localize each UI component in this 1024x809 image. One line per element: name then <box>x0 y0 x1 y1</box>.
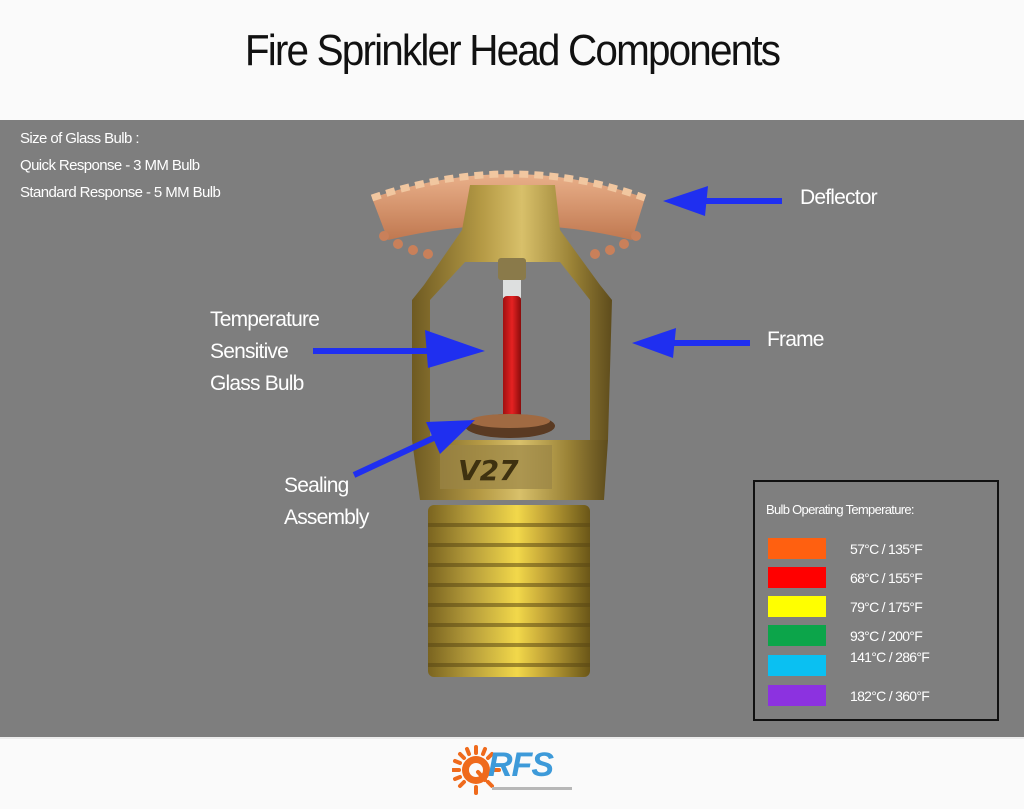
header: Fire Sprinkler Head Components <box>0 0 1024 120</box>
glass-bulb-shape <box>503 296 521 420</box>
page-title: Fire Sprinkler Head Components <box>244 26 781 75</box>
legend-item: 141°C / 286°F <box>768 649 988 679</box>
legend-title: Bulb Operating Temperature: <box>766 502 914 517</box>
frame-shape <box>412 185 612 448</box>
callout-glass-bulb-line-3: Glass Bulb <box>210 372 304 395</box>
bulb-size-quick-response: Quick Response - 3 MM Bulb <box>20 157 200 174</box>
legend-item: 79°C / 175°F <box>768 596 988 620</box>
color-swatch-orange <box>768 538 826 559</box>
footer <box>0 737 1024 809</box>
color-swatch-blue <box>768 655 826 676</box>
callout-frame: Frame <box>767 328 824 351</box>
legend-item: 93°C / 200°F <box>768 625 988 649</box>
callout-sealing-line-1: Sealing <box>284 474 349 497</box>
legend-item: 57°C / 135°F <box>768 538 988 562</box>
qrfs-logo: RFS <box>452 744 582 800</box>
legend-label: 68°C / 155°F <box>850 570 923 586</box>
logo-text: RFS <box>488 746 554 784</box>
bulb-size-info: Size of Glass Bulb : Quick Response - 3 … <box>20 128 221 209</box>
sun-q-icon <box>452 745 501 795</box>
color-swatch-red <box>768 567 826 588</box>
callout-deflector: Deflector <box>800 186 878 209</box>
legend-label: 79°C / 175°F <box>850 599 923 615</box>
legend-item: 68°C / 155°F <box>768 567 988 591</box>
callout-sealing-assembly: Sealing Assembly <box>284 470 369 534</box>
legend-label: 57°C / 135°F <box>850 541 923 557</box>
arrow-deflector <box>663 186 782 216</box>
arrow-frame <box>632 328 750 358</box>
arrow-sealing-assembly <box>352 420 475 478</box>
arrow-glass-bulb <box>313 330 485 368</box>
bulb-size-heading: Size of Glass Bulb : <box>20 130 140 147</box>
callout-glass-bulb-line-1: Temperature <box>210 308 320 331</box>
color-swatch-green <box>768 625 826 646</box>
legend-item: 182°C / 360°F <box>768 685 988 709</box>
threaded-inlet-shape <box>428 505 590 677</box>
temperature-legend: Bulb Operating Temperature: 57°C / 135°F… <box>753 480 999 721</box>
bulb-size-standard-response: Standard Response - 5 MM Bulb <box>20 184 221 201</box>
legend-label: 93°C / 200°F <box>850 628 923 644</box>
callout-glass-bulb-line-2: Sensitive <box>210 340 289 363</box>
legend-label: 141°C / 286°F <box>850 649 930 665</box>
legend-label: 182°C / 360°F <box>850 688 930 704</box>
color-swatch-purple <box>768 685 826 706</box>
callout-sealing-line-2: Assembly <box>284 506 369 529</box>
callout-glass-bulb: Temperature Sensitive Glass Bulb <box>210 304 320 400</box>
color-swatch-yellow <box>768 596 826 617</box>
logo-tagline <box>492 787 572 790</box>
frame-marking: V27 <box>458 454 519 487</box>
